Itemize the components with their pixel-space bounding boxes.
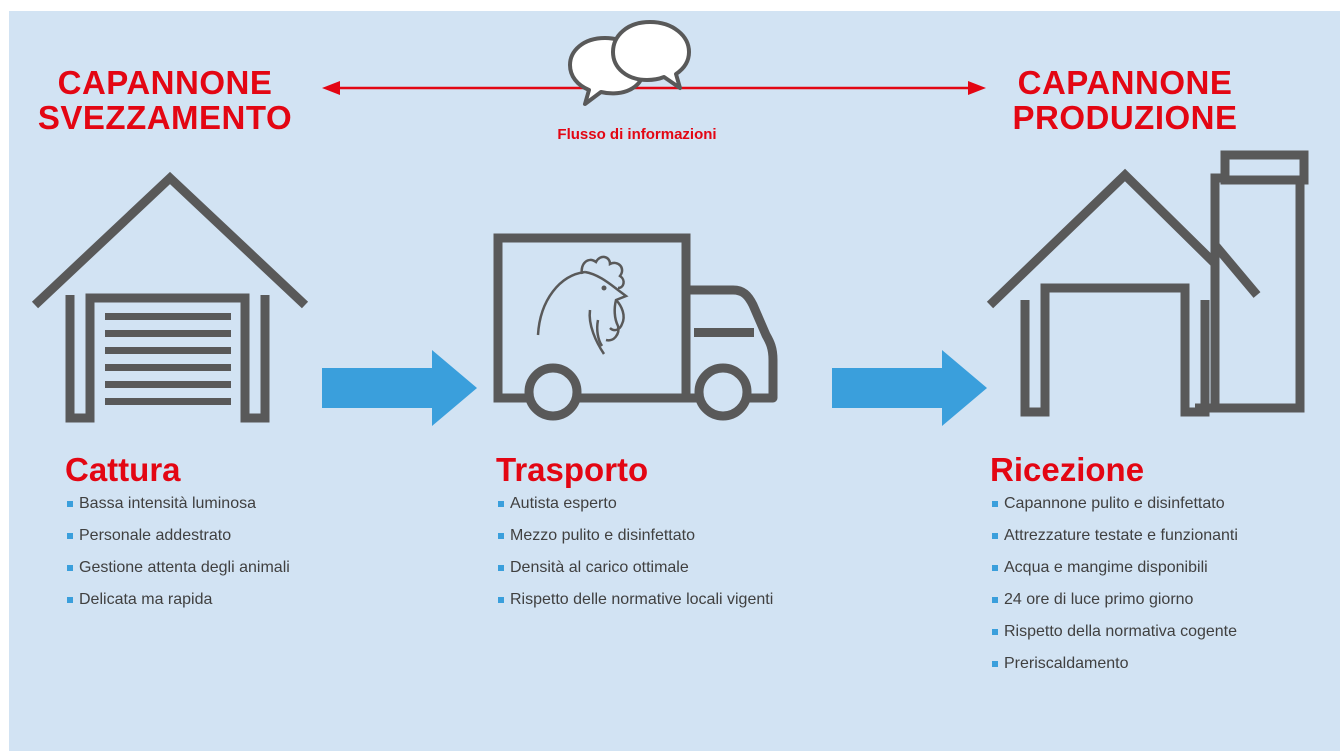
bullet-list: Capannone pulito e disinfettato Attrezza… [990,494,1238,686]
left-heading-line2: SVEZZAMENTO [37,99,293,136]
list-item: Attrezzature testate e funzionanti [990,526,1238,558]
section-ricezione: Ricezione Capannone pulito e disinfettat… [990,452,1238,686]
left-heading-line1: CAPANNONE [57,64,273,101]
bullet-list: Bassa intensità luminosa Personale addes… [65,494,290,622]
section-title: Cattura [65,451,181,488]
list-item: Personale addestrato [65,526,290,558]
list-item: Preriscaldamento [990,654,1238,686]
truck-icon [493,233,778,421]
barn-icon [31,171,309,423]
list-item: Gestione attenta degli animali [65,558,290,590]
list-item: Delicata ma rapida [65,590,290,622]
right-heading-line1: CAPANNONE [1017,64,1233,101]
list-item: Autista esperto [496,494,773,526]
arrow-right-icon [832,350,987,426]
section-cattura: Cattura Bassa intensità luminosa Persona… [65,452,290,622]
list-item: Rispetto delle normative locali vigenti [496,590,773,622]
list-item: Capannone pulito e disinfettato [990,494,1238,526]
list-item: 24 ore di luce primo giorno [990,590,1238,622]
speech-bubbles-icon [568,20,691,106]
list-item: Bassa intensità luminosa [65,494,290,526]
list-item: Acqua e mangime disponibili [990,558,1238,590]
section-trasporto: Trasporto Autista esperto Mezzo pulito e… [496,452,773,622]
chicken-icon [536,255,629,355]
list-item: Rispetto della normativa cogente [990,622,1238,654]
arrow-right-icon [322,350,477,426]
right-heading-line2: PRODUZIONE [1012,99,1238,136]
section-title: Trasporto [496,451,649,488]
bullet-list: Autista esperto Mezzo pulito e disinfett… [496,494,773,622]
list-item: Mezzo pulito e disinfettato [496,526,773,558]
right-heading: CAPANNONE PRODUZIONE [990,65,1260,135]
list-item: Densità al carico ottimale [496,558,773,590]
flow-label: Flusso di informazioni [557,126,717,143]
farm-silo-icon [986,150,1309,417]
section-title: Ricezione [990,451,1145,488]
left-heading: CAPANNONE SVEZZAMENTO [30,65,300,135]
